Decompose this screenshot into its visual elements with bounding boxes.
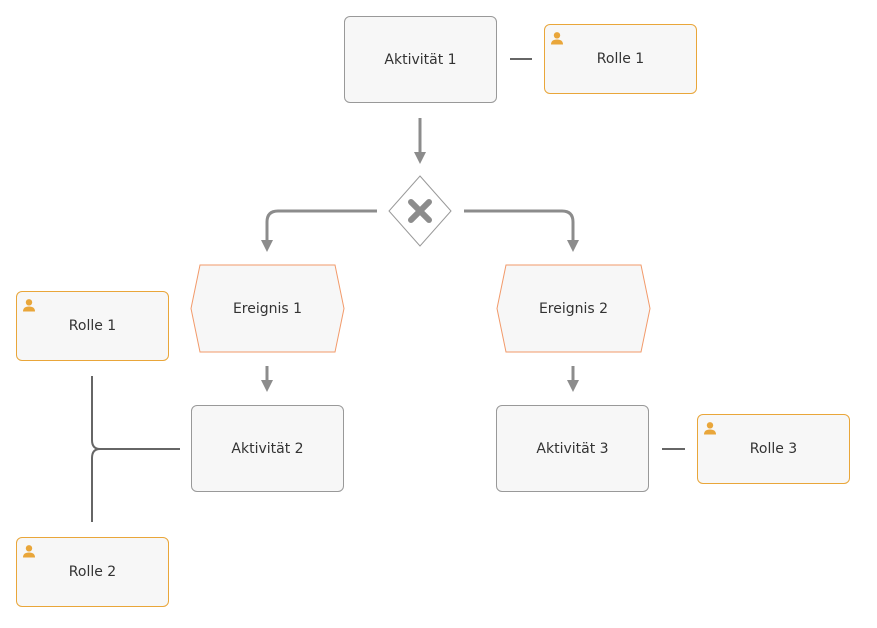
- person-icon: [23, 545, 35, 558]
- role-top[interactable]: Rolle 1: [544, 24, 697, 94]
- role-left-1-label: Rolle 1: [68, 318, 117, 334]
- activity-2[interactable]: Aktivität 2: [191, 405, 344, 492]
- person-icon: [704, 422, 716, 435]
- role-right-3[interactable]: Rolle 3: [697, 414, 850, 484]
- person-icon: [551, 32, 563, 45]
- event-2-label: Ereignis 2: [538, 300, 609, 317]
- role-top-label: Rolle 1: [596, 51, 645, 67]
- arrow-gateway-to-event1: [261, 209, 377, 252]
- gateway-diamond: [388, 175, 452, 247]
- role-right-3-label: Rolle 3: [749, 441, 798, 457]
- activity-3[interactable]: Aktivität 3: [496, 405, 649, 492]
- event-2[interactable]: Ereignis 2: [496, 264, 651, 353]
- person-icon: [23, 299, 35, 312]
- event-1-label: Ereignis 1: [232, 300, 303, 317]
- event-2-shape: [496, 264, 651, 353]
- event-1-shape: [190, 264, 345, 353]
- activity-1[interactable]: Aktivität 1: [344, 16, 497, 103]
- xor-gateway[interactable]: [388, 175, 452, 247]
- role-left-1[interactable]: Rolle 1: [16, 291, 169, 361]
- x-icon: [408, 199, 432, 223]
- arrow-gateway-to-event2: [464, 209, 579, 252]
- event-1[interactable]: Ereignis 1: [190, 264, 345, 353]
- activity-1-label: Aktivität 1: [384, 51, 457, 68]
- activity-2-label: Aktivität 2: [231, 440, 304, 457]
- bracket-roles-to-activity2: [91, 376, 180, 522]
- role-left-2[interactable]: Rolle 2: [16, 537, 169, 607]
- role-left-2-label: Rolle 2: [68, 564, 117, 580]
- activity-3-label: Aktivität 3: [536, 440, 609, 457]
